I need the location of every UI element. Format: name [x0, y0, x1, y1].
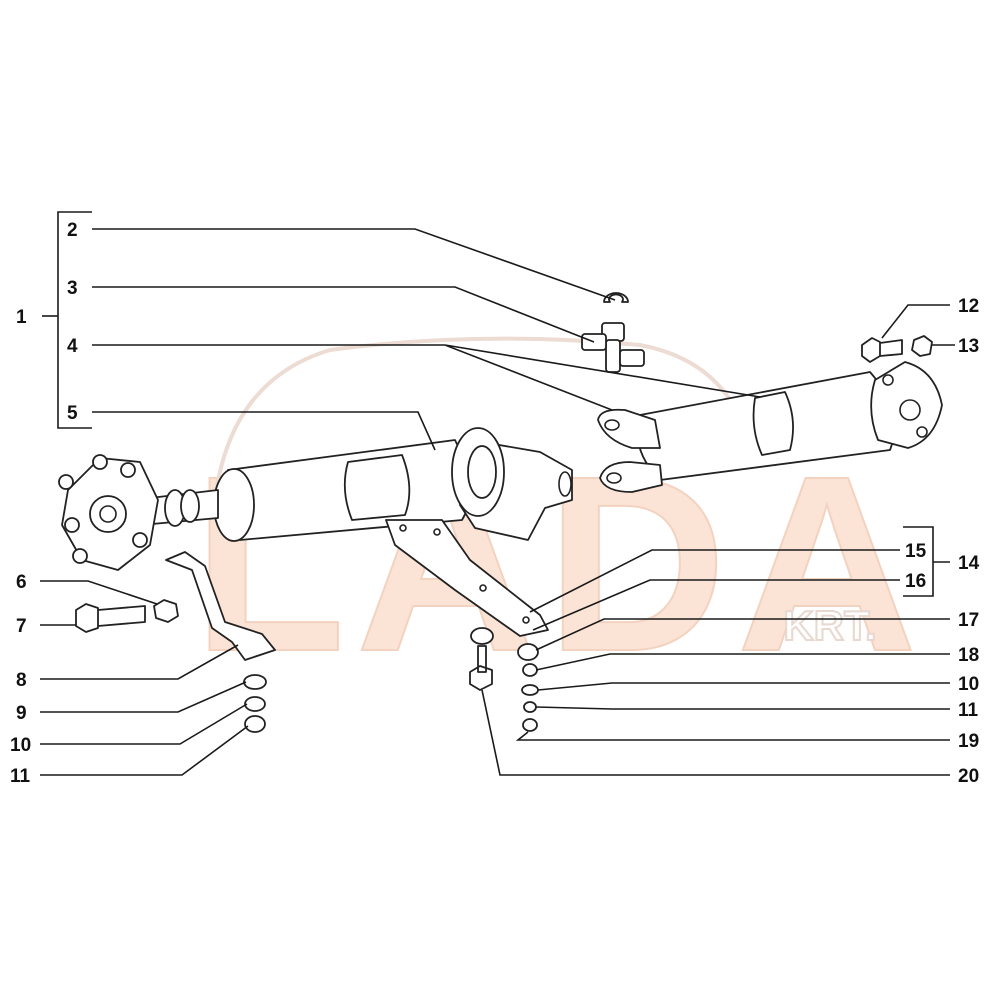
callout-10-right: 10: [958, 674, 979, 695]
callout-6: 6: [16, 572, 27, 593]
leader-12: [881, 304, 950, 339]
leader-8: [40, 644, 239, 680]
callout-4: 4: [67, 336, 78, 357]
callout-3: 3: [67, 278, 78, 299]
callout-9: 9: [16, 703, 27, 724]
propeller-shaft-rear: [597, 361, 943, 493]
spider-cross: [581, 322, 645, 373]
leader-20: [481, 689, 950, 776]
coupling-bolt-bottom-left: [64, 517, 80, 533]
bracket-nut: [153, 599, 179, 623]
callout-17: 17: [958, 610, 979, 631]
leader-17: [535, 618, 950, 651]
coupling-bolt-bottom: [72, 548, 88, 564]
nut-18: [522, 663, 538, 677]
callout-10-left: 10: [10, 735, 31, 756]
leader-11-right: [535, 706, 950, 710]
rear-yoke-upper: [597, 408, 661, 449]
leader-9: [40, 681, 247, 713]
plate-hole-2: [433, 528, 441, 536]
callout-20: 20: [958, 766, 979, 787]
rear-flange-hole-bottom: [916, 426, 928, 438]
watermark-sub-text: KRT.: [783, 602, 876, 649]
cross-member-bracket: [165, 551, 276, 661]
callout-1: 1: [16, 307, 27, 328]
flange-bolt: [861, 337, 903, 363]
rear-shaft-gap-sleeve: [752, 391, 794, 456]
callout-19: 19: [958, 731, 979, 752]
callout-8: 8: [16, 670, 27, 691]
bracket-bolt: [75, 603, 146, 633]
callout-7: 7: [16, 616, 27, 637]
rear-yoke-lower: [599, 461, 663, 493]
leader-lines: [40, 211, 955, 776]
leader-19: [515, 731, 950, 741]
bracket-washer-9: [243, 674, 267, 690]
callout-16: 16: [905, 571, 926, 592]
shaft-gap-sleeve: [343, 454, 411, 521]
leader-4: [92, 344, 761, 411]
leader-2: [92, 228, 616, 301]
callout-5: 5: [67, 403, 78, 424]
coupling-bolt-top: [92, 454, 108, 470]
right-support-hardware: [385, 519, 549, 732]
callout-14: 14: [958, 553, 980, 574]
callout-11-left: 11: [10, 766, 31, 787]
propeller-shaft-front: [149, 439, 471, 542]
universal-joint-parts: [581, 292, 645, 373]
intermediate-support-bearing: [451, 427, 573, 541]
leader-11-left: [40, 725, 249, 776]
bracket-nut-11: [244, 715, 266, 733]
flange-bolt-and-nut: [861, 335, 933, 363]
coupling-hub-bore: [99, 505, 117, 523]
callout-2: 2: [67, 220, 78, 241]
leader-3: [92, 286, 595, 343]
left-bracket-hardware: [75, 551, 276, 733]
bracket-1: [57, 211, 92, 429]
front-shaft-end-cap: [213, 468, 255, 542]
elastic-coupling: [58, 454, 159, 571]
callout-15: 15: [905, 541, 927, 562]
plate-hole-3: [479, 584, 487, 592]
callout-18: 18: [958, 645, 979, 666]
yoke-eye-upper: [604, 419, 620, 431]
spacer-washer: [470, 627, 494, 645]
stub-splined-ring-b: [180, 489, 200, 523]
spring-washer-11-right: [523, 701, 537, 713]
bracket-mount-hole: [558, 471, 572, 497]
coupling-center-hub: [89, 495, 127, 533]
nut-19: [522, 718, 538, 732]
watermark-car-outline: [213, 336, 747, 501]
washer-10-right: [521, 684, 539, 696]
mounting-bolt-20: [469, 645, 493, 691]
rear-flange: [870, 361, 943, 449]
support-plate: [385, 519, 549, 637]
circlip: [603, 292, 629, 303]
callout-labels: 1 2 3 4 5 6 7 8 9 10 11 12 13 14 15 16 1…: [10, 220, 980, 787]
callout-11-right: 11: [958, 700, 979, 721]
rear-flange-bore: [899, 399, 921, 421]
bracket-spring-washer-10: [244, 696, 266, 712]
leader-10-right: [537, 682, 950, 691]
leader-5: [92, 411, 436, 451]
plate-hole-1: [399, 524, 407, 532]
bearing-inner-ring: [467, 445, 497, 499]
flange-nut: [911, 335, 933, 357]
coupling-bolt-top-right: [120, 462, 136, 478]
coupling-bolt-left: [58, 474, 74, 490]
washer-17: [517, 643, 539, 661]
plate-hole-4: [522, 616, 530, 624]
leader-15: [529, 549, 900, 613]
callout-12: 12: [958, 296, 979, 317]
rear-flange-hole-top: [882, 374, 894, 386]
yoke-eye-lower: [606, 472, 622, 484]
leader-10-left: [40, 703, 248, 745]
callout-13: 13: [958, 336, 979, 357]
leader-6: [40, 580, 158, 605]
coupling-bolt-right: [132, 532, 148, 548]
leader-16: [532, 579, 900, 631]
leader-18: [535, 653, 950, 671]
